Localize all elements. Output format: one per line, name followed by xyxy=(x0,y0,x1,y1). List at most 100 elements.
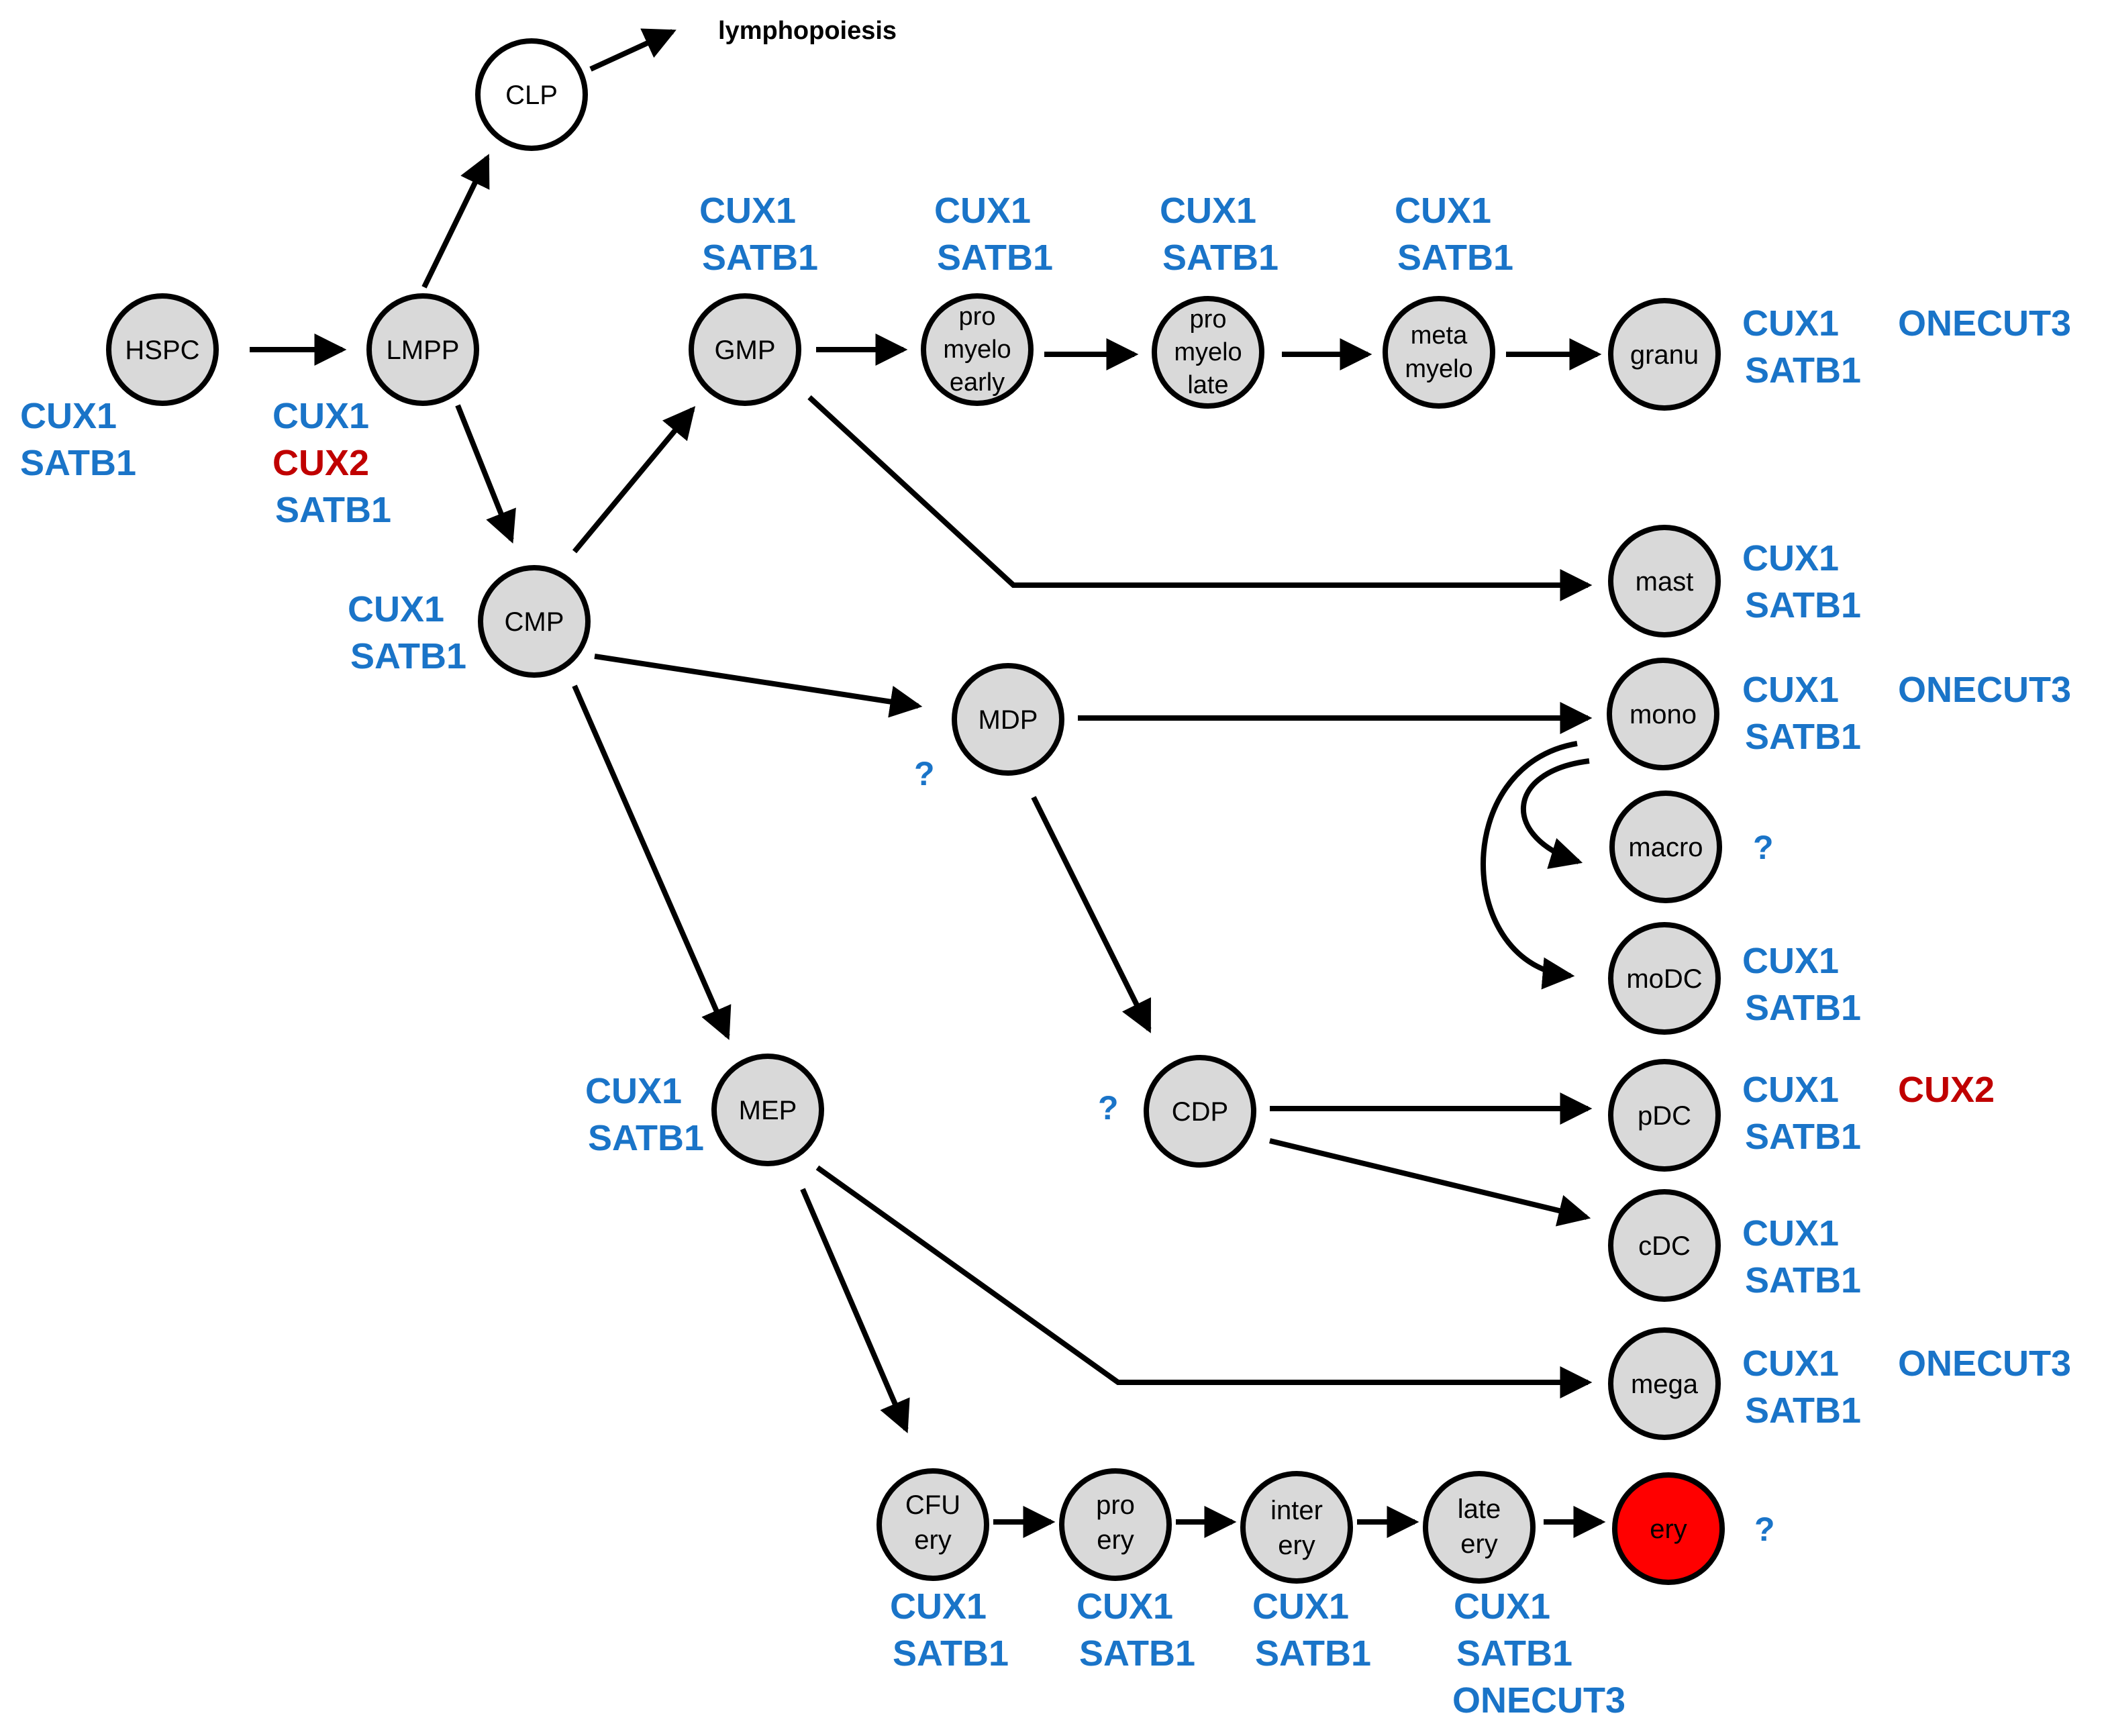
gene-pdc-satb1: SATB1 xyxy=(1745,1117,1861,1157)
node-label: moDC xyxy=(1626,964,1702,994)
node-label-line-2: myelo xyxy=(1174,338,1242,366)
node-circle xyxy=(366,293,479,406)
node-circle xyxy=(1612,1472,1725,1585)
node-circle xyxy=(1423,1471,1536,1584)
node-label: mono xyxy=(1630,700,1697,729)
gene-promyelo-late-cux1: CUX1 xyxy=(1160,191,1256,231)
edge-cmp-gmp xyxy=(572,406,696,554)
edges xyxy=(250,28,1606,1538)
node-lmpp: LMPP xyxy=(366,293,479,406)
node-clp: CLP xyxy=(475,38,588,151)
node-label: pDC xyxy=(1638,1101,1691,1131)
node-label: CDP xyxy=(1172,1097,1228,1127)
edge-lmpp-cmp xyxy=(455,404,516,544)
node-label: mega xyxy=(1631,1370,1699,1399)
node-macro: macro xyxy=(1609,790,1722,903)
gene-granu-cux1: CUX1 xyxy=(1742,303,1839,344)
lymphopoiesis-label: lymphopoiesis xyxy=(718,17,897,45)
gene-late-ery-satb1: SATB1 xyxy=(1456,1633,1572,1674)
node-mast: mast xyxy=(1608,525,1721,637)
node-circle xyxy=(876,1468,989,1581)
node-circle xyxy=(106,293,219,406)
gene-cdp-unknown: ? xyxy=(1098,1089,1119,1127)
node-label: granu xyxy=(1630,340,1699,370)
node-modc: moDC xyxy=(1608,922,1721,1035)
gene-pro-ery-satb1: SATB1 xyxy=(1079,1633,1195,1674)
edge-mdp-cdp xyxy=(1031,796,1152,1033)
gene-lmpp-satb1: SATB1 xyxy=(275,490,391,530)
edge-mep-mega xyxy=(815,1165,1593,1398)
node-ery: ery xyxy=(1612,1472,1725,1585)
gene-mono-onecut3: ONECUT3 xyxy=(1898,670,2071,710)
gene-gmp-satb1: SATB1 xyxy=(702,238,818,278)
node-label: macro xyxy=(1628,833,1703,862)
node-cmp: CMP xyxy=(478,565,591,678)
node-label: ery xyxy=(1650,1515,1687,1544)
nodes: HSPC LMPP CLP CMP GMP pro myelo early xyxy=(106,38,1725,1585)
node-label: CMP xyxy=(505,607,564,637)
node-label-line-2: ery xyxy=(1460,1529,1498,1559)
gene-mega-onecut3: ONECUT3 xyxy=(1898,1343,2071,1384)
node-cfu-ery: CFU ery xyxy=(876,1468,989,1581)
node-circle xyxy=(1152,296,1264,409)
node-mega: mega xyxy=(1608,1327,1721,1440)
gene-pro-ery-cux1: CUX1 xyxy=(1076,1586,1173,1627)
node-circle xyxy=(1608,1189,1721,1302)
gene-hspc-cux1: CUX1 xyxy=(20,396,117,436)
node-circle xyxy=(1383,296,1495,409)
gene-promyelo-late-satb1: SATB1 xyxy=(1162,238,1279,278)
gene-mep-cux1: CUX1 xyxy=(585,1071,682,1111)
gene-modc-satb1: SATB1 xyxy=(1745,988,1861,1028)
node-label: GMP xyxy=(714,336,775,365)
gene-late-ery-onecut3: ONECUT3 xyxy=(1452,1680,1625,1721)
node-label-line-3: late xyxy=(1187,371,1228,399)
node-label: MDP xyxy=(979,705,1038,735)
node-label-line-2: ery xyxy=(1278,1531,1315,1560)
node-promyelo-early: pro myelo early xyxy=(921,293,1034,406)
edge-mono-macro xyxy=(1520,758,1590,869)
node-circle xyxy=(478,565,591,678)
node-cdp: CDP xyxy=(1144,1055,1256,1168)
node-granu: granu xyxy=(1608,298,1721,411)
node-mono: mono xyxy=(1607,658,1719,770)
node-circle xyxy=(1608,298,1721,411)
node-label-line-2: ery xyxy=(914,1525,952,1555)
gene-mdp-unknown: ? xyxy=(914,755,935,793)
node-mdp: MDP xyxy=(952,663,1064,776)
gene-mega-satb1: SATB1 xyxy=(1745,1390,1861,1431)
node-circle xyxy=(475,38,588,151)
gene-gmp-cux1: CUX1 xyxy=(699,191,796,231)
gene-mast-cux1: CUX1 xyxy=(1742,538,1839,578)
edge-lmpp-clp xyxy=(421,154,490,289)
gene-cfu-ery-satb1: SATB1 xyxy=(893,1633,1009,1674)
node-promyelo-late: pro myelo late xyxy=(1152,296,1264,409)
gene-metamyelo-satb1: SATB1 xyxy=(1397,238,1513,278)
gene-granu-satb1: SATB1 xyxy=(1745,350,1861,391)
edge-gmp-mast xyxy=(807,395,1593,601)
node-label-line-2: ery xyxy=(1097,1525,1134,1555)
node-label: LMPP xyxy=(387,336,460,365)
gene-cdc-cux1: CUX1 xyxy=(1742,1213,1839,1254)
edge-cmp-mdp xyxy=(594,654,923,718)
node-late-ery: late ery xyxy=(1423,1471,1536,1584)
node-circle xyxy=(711,1054,824,1166)
gene-promyelo-early-cux1: CUX1 xyxy=(934,191,1031,231)
gene-mega-cux1: CUX1 xyxy=(1742,1343,1839,1384)
gene-cfu-ery-cux1: CUX1 xyxy=(890,1586,987,1627)
edge-clp-lymphopoiesis xyxy=(589,28,677,72)
edge-cmp-mep xyxy=(572,684,732,1040)
node-circle xyxy=(1608,1059,1721,1172)
node-label-line-1: inter xyxy=(1270,1496,1323,1525)
gene-late-ery-cux1: CUX1 xyxy=(1454,1586,1550,1627)
node-label-line-1: late xyxy=(1458,1494,1501,1524)
gene-inter-ery-satb1: SATB1 xyxy=(1255,1633,1371,1674)
node-circle xyxy=(1608,525,1721,637)
gene-inter-ery-cux1: CUX1 xyxy=(1252,1586,1349,1627)
node-hspc: HSPC xyxy=(106,293,219,406)
gene-promyelo-early-satb1: SATB1 xyxy=(937,238,1053,278)
node-label-line-2: myelo xyxy=(1405,355,1472,383)
node-label-line-1: CFU xyxy=(905,1490,960,1520)
gene-hspc-satb1: SATB1 xyxy=(20,443,136,483)
gene-labels: CUX1 SATB1 CUX1 CUX2 SATB1 CUX1 SATB1 CU… xyxy=(20,191,2071,1721)
